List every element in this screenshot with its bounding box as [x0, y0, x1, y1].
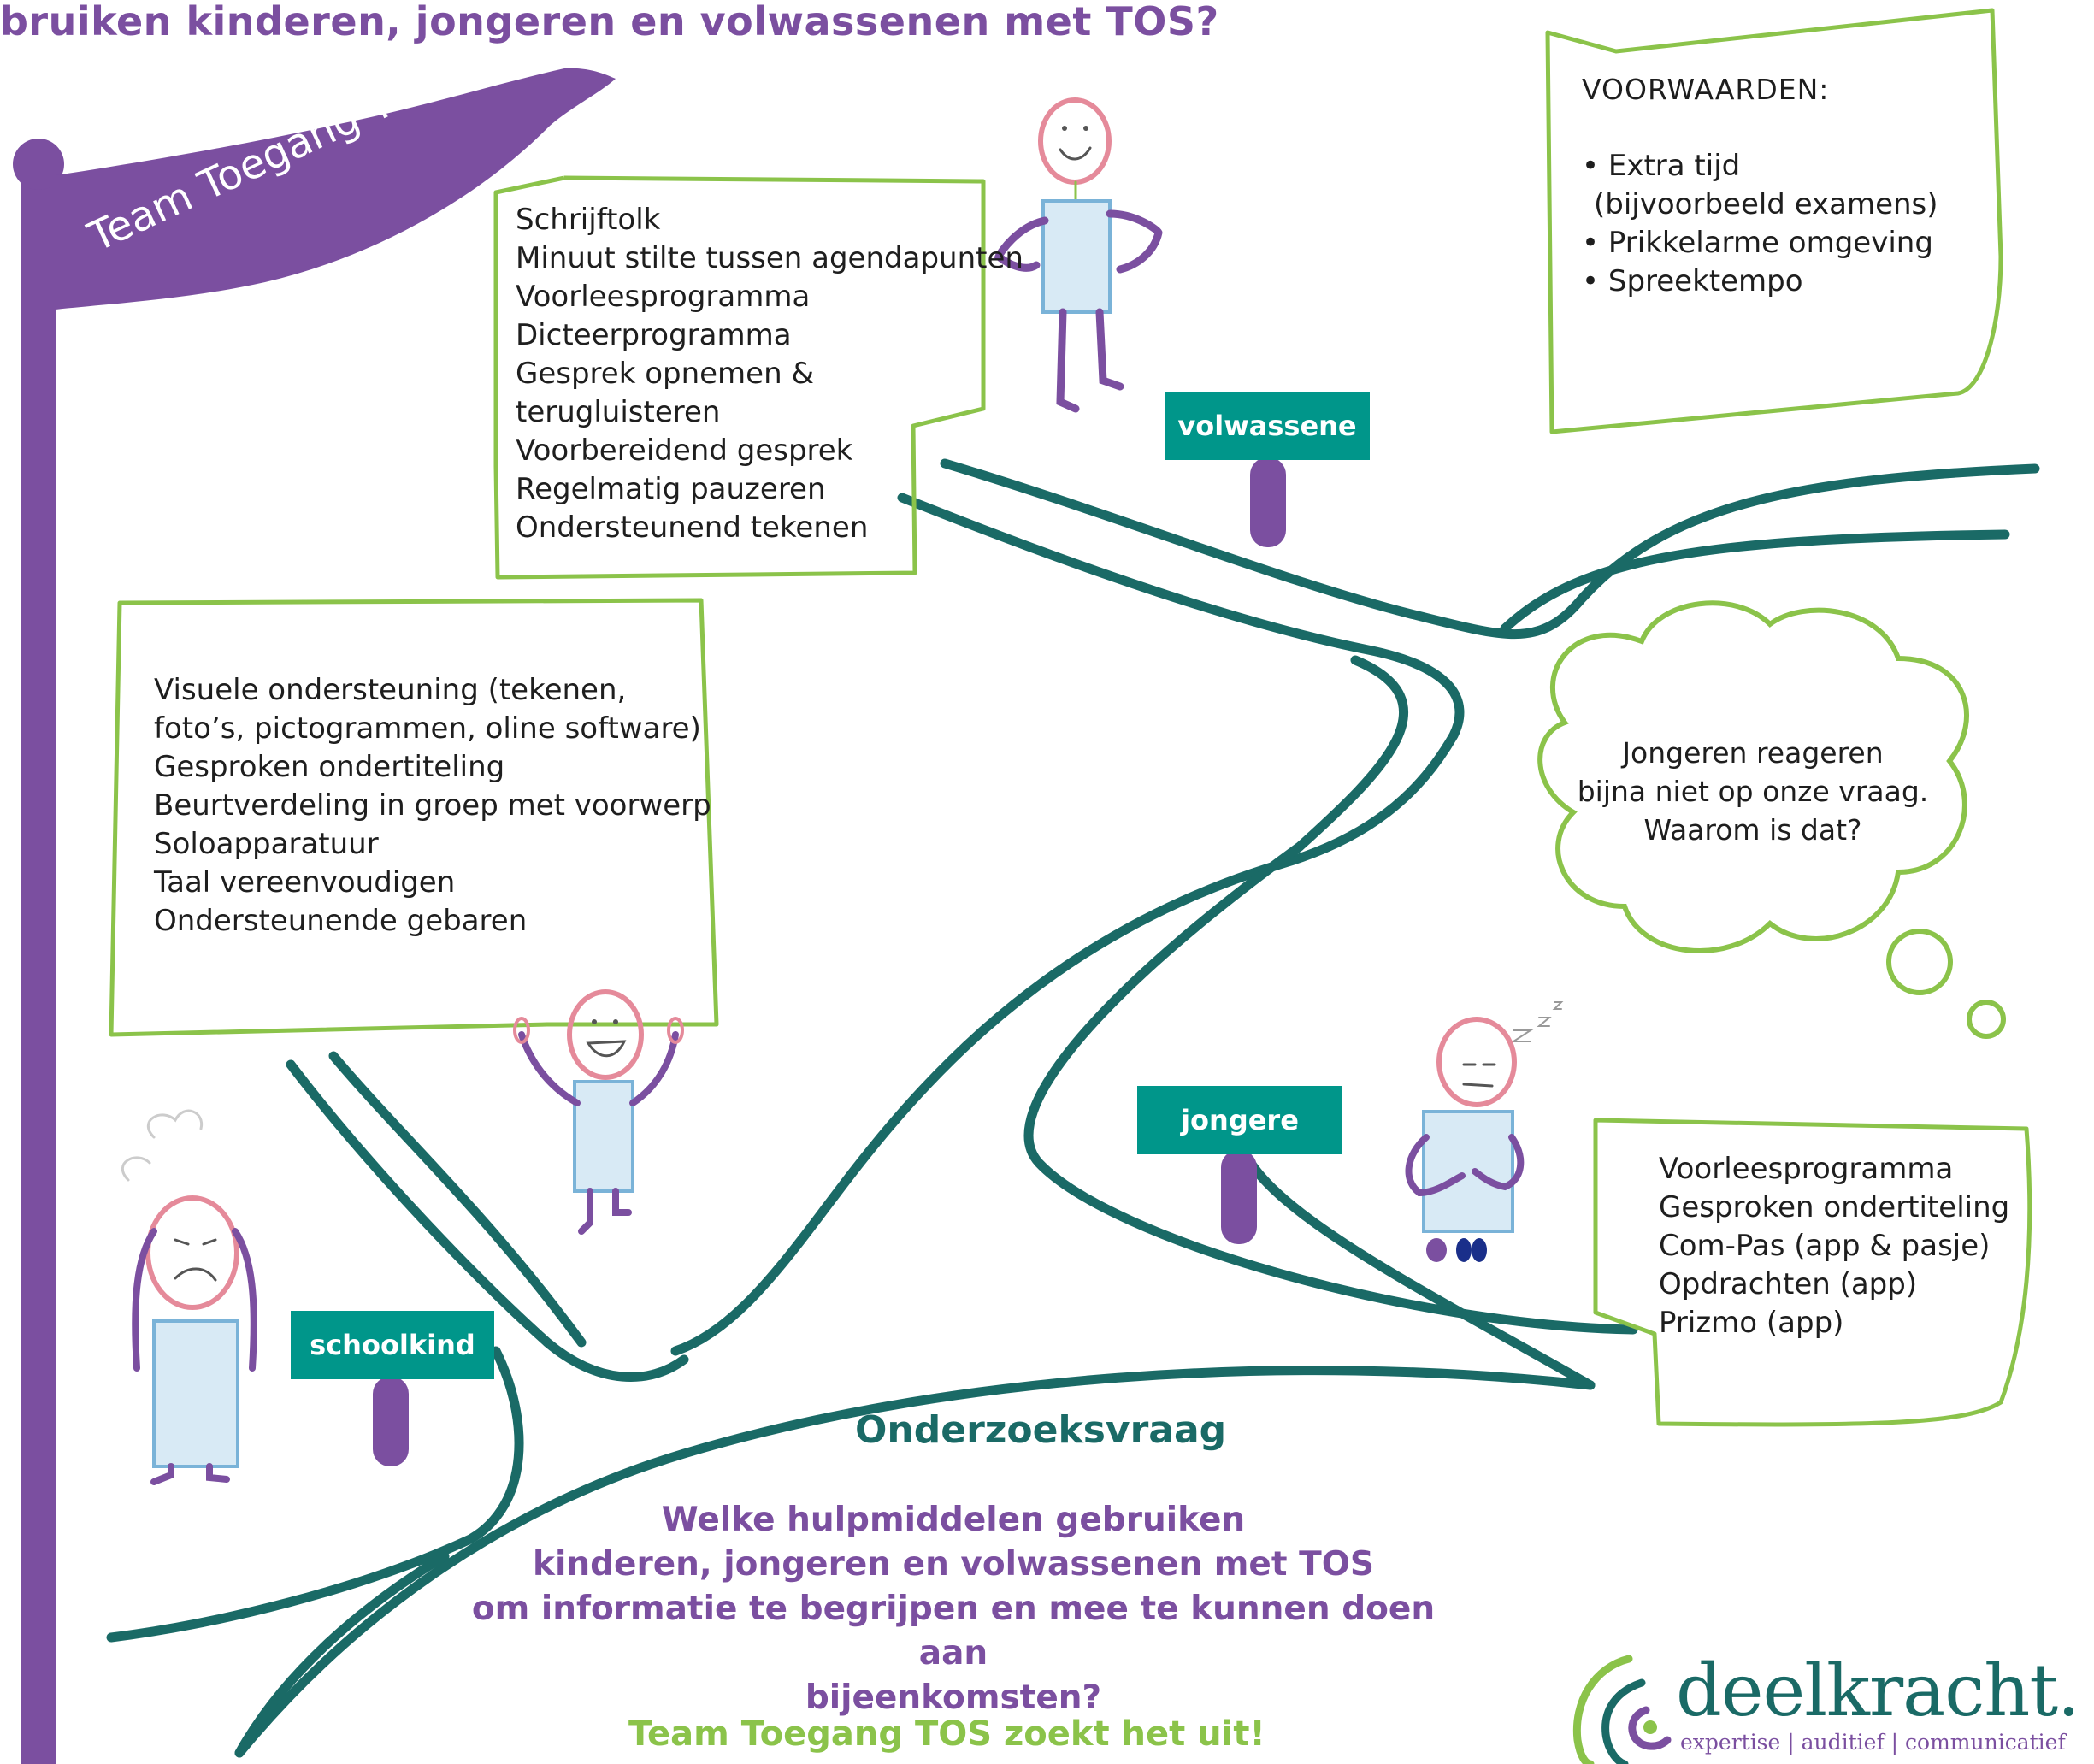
box-conditions-outline: [1545, 8, 2003, 434]
volwassene-sign-post: [1250, 457, 1286, 547]
page-title: bruiken kinderen, jongeren en volwassene…: [0, 0, 1219, 44]
list-item: Ondersteunende gebaren: [154, 904, 528, 938]
list-item: Visuele ondersteuning (tekenen,: [154, 673, 627, 707]
list-item: Minuut stilte tussen agendapunten: [516, 241, 1023, 275]
research-tagline: Team Toegang TOS zoekt het uit!: [628, 1714, 1265, 1754]
research-question: Welke hulpmiddelen gebruiken kinderen, j…: [445, 1498, 1462, 1720]
deelkracht-logo-mark: [1572, 1655, 1672, 1764]
flag-pole: [21, 158, 56, 1764]
volwassene-sign: volwassene: [1165, 392, 1370, 460]
thought-line: Jongeren reageren: [1622, 736, 1884, 770]
box-volwassene-outline: [493, 175, 986, 580]
list-item: • Spreektempo: [1582, 264, 1803, 298]
sign-posts: [373, 457, 1286, 1466]
conditions-list: • Extra tijd (bijvoorbeeld examens) • Pr…: [1582, 147, 1938, 301]
schoolkind-sign: schoolkind: [291, 1311, 494, 1379]
list-item: Opdrachten (app): [1659, 1267, 1918, 1301]
logo-tagline: expertise | auditief | communicatief: [1680, 1730, 2066, 1755]
research-line: om informatie te begrijpen en mee te kun…: [471, 1590, 1436, 1673]
box-jongere-outline: [1593, 1118, 2032, 1427]
figure-volwassene: [994, 97, 1163, 413]
list-item: Prizmo (app): [1659, 1306, 1844, 1340]
flag-pole-knob: [13, 139, 64, 190]
list-item: Voorbereidend gesprek: [516, 434, 853, 468]
jongere-aids-list: Voorleesprogramma Gesproken ondertitelin…: [1659, 1150, 2009, 1342]
list-item: • Prikkelarme omgeving: [1582, 226, 1933, 260]
thought-line: bijna niet op onze vraag.: [1577, 775, 1929, 808]
list-item: Voorleesprogramma: [516, 280, 811, 314]
list-item: Ondersteunend tekenen: [516, 510, 869, 545]
research-line: bijeenkomsten?: [805, 1678, 1102, 1717]
jongere-sign: jongere: [1137, 1086, 1342, 1154]
box-outlines: [109, 8, 2032, 1427]
jongere-sign-post: [1221, 1150, 1257, 1244]
figure-jongere: [1405, 1001, 1564, 1262]
flag: [13, 68, 616, 1764]
list-item: Beurtverdeling in groep met voorwerp: [154, 788, 711, 823]
schoolkind-sign-post: [373, 1377, 409, 1466]
list-item: Regelmatig pauzeren: [516, 472, 826, 506]
list-item: Gesproken ondertiteling: [154, 750, 505, 784]
list-item: (bijvoorbeeld examens): [1594, 187, 1938, 221]
schoolkind-aids-list: Visuele ondersteuning (tekenen, foto’s, …: [154, 671, 711, 941]
road: [106, 458, 2040, 1758]
thought-line: Waarom is dat?: [1643, 813, 1862, 847]
conditions-heading: VOORWAARDEN:: [1582, 73, 1830, 106]
research-line: Welke hulpmiddelen gebruiken: [661, 1501, 1246, 1539]
list-item: Gesprek opnemen &: [516, 357, 814, 391]
figure-schoolkind-happy: [513, 989, 684, 1235]
list-item: terugluisteren: [516, 395, 721, 429]
list-item: Taal vereenvoudigen: [154, 865, 456, 900]
logo-wordmark: deelkracht.: [1676, 1649, 2080, 1732]
list-item: Gesproken ondertiteling: [1659, 1190, 2010, 1224]
list-item: Schrijftolk: [516, 203, 661, 237]
thought-cloud: [1537, 600, 2006, 1039]
list-item: Voorleesprogramma: [1659, 1152, 1954, 1186]
list-item: Soloapparatuur: [154, 827, 379, 861]
research-line: kinderen, jongeren en volwassenen met TO…: [533, 1545, 1374, 1584]
research-heading: Onderzoeksvraag: [855, 1408, 1227, 1452]
thought-text: Jongeren reageren bijna niet op onze vra…: [1539, 734, 1967, 849]
list-item: Com-Pas (app & pasje): [1659, 1229, 1991, 1263]
flag-banner: [56, 68, 616, 310]
list-item: foto’s, pictogrammen, oline software): [154, 711, 701, 746]
figure-schoolkind-sad: [121, 1109, 257, 1485]
list-item: Dicteerprogramma: [516, 318, 792, 352]
volwassene-aids-list: Schrijftolk Minuut stilte tussen agendap…: [516, 201, 1023, 547]
box-schoolkind-outline: [109, 598, 719, 1037]
list-item: • Extra tijd: [1582, 149, 1741, 183]
